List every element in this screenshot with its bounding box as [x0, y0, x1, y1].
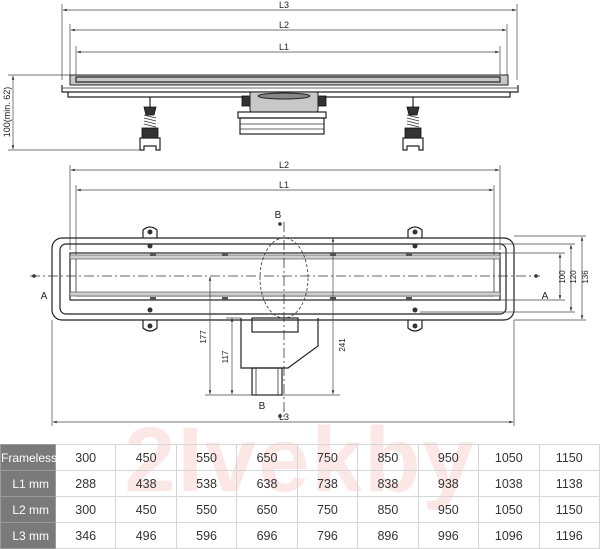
table-cell: 638: [236, 470, 298, 497]
row-label: L1 mm: [0, 470, 56, 497]
table-cell: 650: [236, 496, 298, 523]
table-cell: 738: [296, 470, 359, 497]
table-cell: 300: [54, 496, 117, 523]
dim-177: 177: [199, 330, 208, 344]
section-a-right: A: [542, 291, 549, 302]
plan-view: L2 L1: [30, 160, 590, 426]
table-cell: 1150: [538, 444, 600, 471]
dim-l2-plan: L2: [279, 160, 289, 170]
table-cell: 438: [115, 470, 177, 497]
section-b-top: B: [275, 210, 282, 221]
table-cell: 650: [236, 444, 298, 471]
section-b-bottom: B: [259, 401, 266, 412]
dim-120: 120: [569, 270, 578, 284]
table-cell: 950: [417, 496, 480, 523]
table-cell: 750: [296, 496, 359, 523]
table-cell: 550: [175, 444, 238, 471]
table-cell: 938: [417, 470, 480, 497]
dim-241: 241: [338, 338, 347, 352]
dim-l3-plan: L3: [279, 412, 289, 422]
leg-left: [139, 97, 161, 151]
section-a-left: A: [41, 291, 48, 302]
table-cell: 950: [417, 444, 480, 471]
dim-117: 117: [221, 350, 230, 363]
table-cell: 300: [54, 444, 117, 471]
table-cell: 1050: [478, 496, 540, 523]
dim-l2-top: L2: [279, 20, 289, 30]
table-cell: 1150: [538, 496, 600, 523]
outlet-pipe: [240, 317, 319, 396]
table-cell: 288: [54, 470, 117, 497]
table-cell: 750: [296, 444, 359, 471]
dim-l1-top: L1: [279, 42, 289, 52]
grate: [69, 252, 501, 301]
drain-outlet: [237, 91, 327, 135]
table-cell: 850: [357, 496, 419, 523]
mount-tabs: [142, 226, 423, 332]
grate-profile: [69, 74, 509, 86]
dim-100: 100: [558, 270, 567, 284]
table-cell: 450: [115, 496, 177, 523]
table-cell: 838: [357, 470, 419, 497]
leg-right: [402, 97, 424, 151]
row-label: L2 mm: [0, 496, 56, 523]
dim-height: 100(min. 62): [2, 87, 12, 138]
dim-l3-top: L3: [279, 0, 289, 10]
table-cell: 538: [175, 470, 238, 497]
table-cell: 1050: [478, 444, 540, 471]
technical-drawing: L3 L2 L1: [2, 0, 590, 426]
table-cell: 450: [115, 444, 177, 471]
table-cell: 1138: [538, 470, 600, 497]
table-cell: 1038: [478, 470, 540, 497]
table-cell: 550: [175, 496, 238, 523]
table-cell: 850: [357, 444, 419, 471]
side-view: L3 L2 L1: [2, 0, 519, 151]
dim-136: 136: [581, 270, 590, 284]
row-label: Frameless: [0, 444, 57, 471]
dim-l1-plan: L1: [279, 180, 289, 190]
channel-body: [51, 237, 515, 321]
